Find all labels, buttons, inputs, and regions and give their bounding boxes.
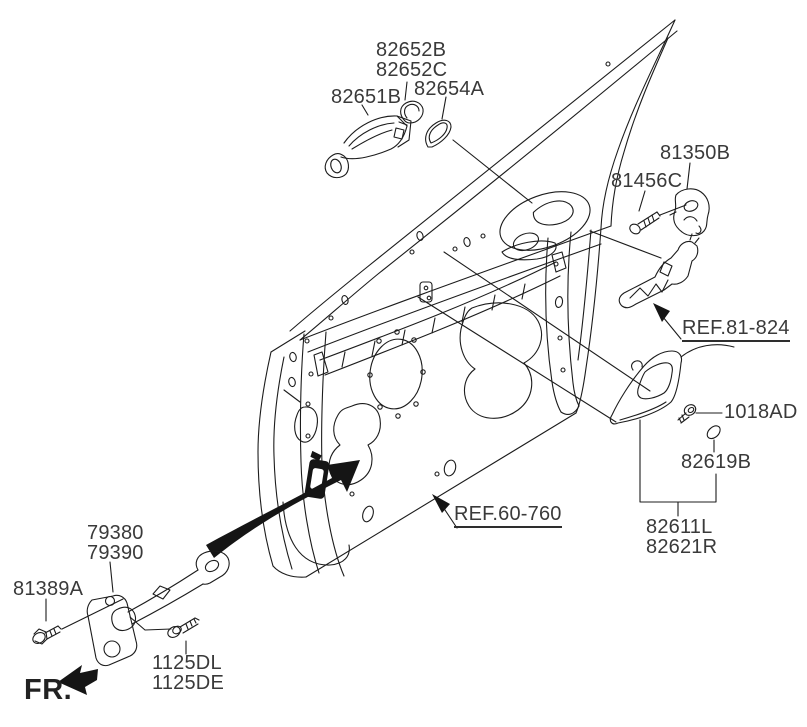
leader-lines: [45, 81, 723, 655]
hole-cap-drawing: [706, 425, 721, 440]
part-number-79390: 79390: [87, 542, 144, 564]
ref-label-60-760: REF.60-760: [454, 504, 562, 528]
part-number-82652C: 82652C: [376, 59, 448, 81]
handle-pad-drawing: [425, 119, 452, 148]
part-number-interior-handle: 82611L 82621R: [646, 517, 717, 557]
front-door-panel-drawing: [257, 19, 678, 578]
cylinder-screw-drawing: [629, 204, 687, 235]
part-number-81350B: 81350B: [660, 142, 731, 164]
part-number-82621R: 82621R: [646, 536, 718, 558]
part-number-1125DL: 1125DL: [152, 652, 222, 674]
exterior-handle-drawing: [324, 115, 412, 179]
door-checker-drawing: [86, 550, 230, 667]
part-number-82651B: 82651B: [331, 86, 402, 108]
housing-screw-drawing: [677, 404, 697, 424]
front-direction-label: FR.: [24, 674, 73, 706]
part-number-82652B: 82652B: [376, 39, 447, 61]
handle-base-bracket-drawing: [618, 233, 700, 309]
part-number-79380: 79380: [87, 522, 144, 544]
part-number-82611L: 82611L: [646, 516, 713, 538]
part-number-81456C: 81456C: [611, 170, 683, 192]
part-number-door-checker: 79380 79390: [87, 523, 144, 563]
ref-60-760-arrow-icon: [432, 494, 458, 529]
part-number-checker-screw: 1125DL 1125DE: [152, 653, 224, 693]
part-number-82654A: 82654A: [414, 78, 485, 100]
part-number-81389A: 81389A: [13, 578, 84, 600]
fr-direction-arrow-icon: [58, 665, 98, 695]
interior-handle-housing-drawing: [609, 344, 735, 425]
ref-81-824-arrow-icon: [653, 303, 682, 340]
checker-screw-drawing: [167, 617, 200, 638]
checker-bolt-drawing: [32, 625, 62, 645]
handle-cover-drawing: [400, 100, 424, 124]
part-number-1018AD: 1018AD: [724, 401, 798, 423]
key-lock-cylinder-drawing: [669, 188, 710, 237]
checker-motion-arrow-icon: [206, 460, 360, 558]
ref-label-81-824: REF.81-824: [682, 318, 790, 342]
part-number-82619B: 82619B: [681, 451, 752, 473]
part-number-cover: 82652B 82652C: [376, 40, 447, 80]
part-number-1125DE: 1125DE: [152, 672, 224, 694]
